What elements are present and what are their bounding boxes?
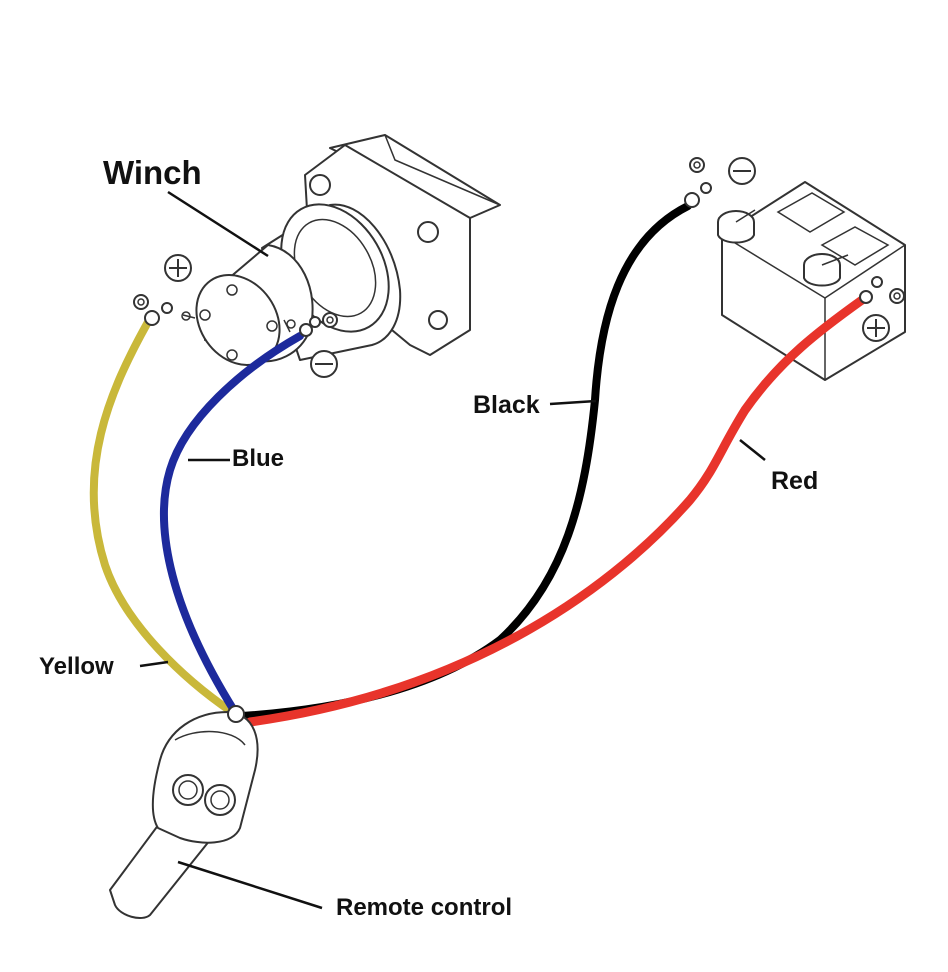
- remote-control: [109, 705, 259, 919]
- blue-wire-label: Blue: [232, 445, 284, 472]
- plus-terminal-icon: [164, 254, 192, 282]
- winch-terminal-hardware: [133, 294, 338, 328]
- yellow-wire: [89, 318, 236, 716]
- red-wire: [245, 295, 867, 727]
- battery: [717, 181, 906, 381]
- blue-wire: [160, 332, 304, 716]
- minus-terminal-icon: [310, 350, 338, 378]
- yellow-wire-label: Yellow: [39, 653, 114, 680]
- remote-control-label: Remote control: [336, 894, 512, 921]
- black-wire-label: Black: [473, 391, 540, 419]
- wires: [89, 192, 873, 727]
- leader-lines: [139, 190, 766, 910]
- minus-terminal-icon: [728, 157, 756, 185]
- winch-label: Winch: [103, 154, 202, 191]
- battery-terminal-hardware: [689, 157, 905, 304]
- winch-motor: [195, 134, 501, 366]
- red-wire-label: Red: [771, 467, 818, 495]
- plus-terminal-icon: [862, 314, 890, 342]
